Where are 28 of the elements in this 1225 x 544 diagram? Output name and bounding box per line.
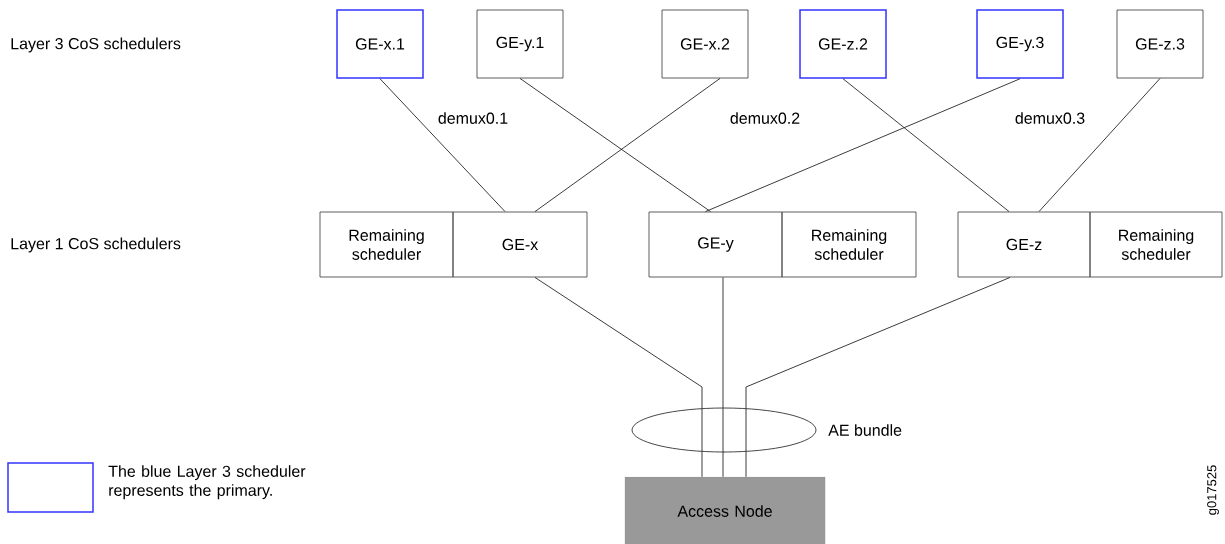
- scheduler-box: GE-z.3: [1116, 9, 1204, 79]
- connector-line: [722, 277, 724, 478]
- scheduler-box: GE-y.1: [476, 9, 564, 79]
- scheduler-box: GE-z.2: [799, 9, 887, 79]
- scheduler-box: GE-x.1: [336, 9, 424, 79]
- access-node-box: Access Node: [624, 476, 826, 544]
- layer-label: Layer 3 CoS schedulers: [11, 37, 181, 53]
- connector-line: [1038, 78, 1161, 212]
- connector-line: [705, 78, 1021, 212]
- connector-line: [379, 78, 506, 212]
- scheduler-box: Remaining scheduler: [1089, 211, 1223, 278]
- scheduler-box: GE-z: [957, 211, 1091, 278]
- interface-label: demux0.2: [730, 112, 800, 124]
- layer-label: Layer 1 CoS schedulers: [11, 237, 181, 253]
- interface-label: demux0.1: [438, 112, 508, 124]
- figure-id: g017525: [1207, 465, 1219, 515]
- scheduler-box: GE-y.3: [976, 9, 1064, 79]
- scheduler-box: GE-x.2: [661, 9, 749, 79]
- bundle-label: AE bundle: [828, 424, 902, 436]
- connector-line: [534, 277, 703, 478]
- scheduler-box: GE-y: [648, 211, 783, 278]
- interface-label: demux0.3: [1015, 112, 1085, 124]
- scheduler-box: Remaining scheduler: [319, 211, 454, 278]
- connector-line: [745, 277, 1011, 478]
- scheduler-box: Remaining scheduler: [781, 211, 917, 278]
- scheduler-box: GE-x: [452, 211, 588, 278]
- legend-text: The blue Layer 3 scheduler represents the primary.: [108, 465, 306, 500]
- connector-line: [842, 78, 1010, 212]
